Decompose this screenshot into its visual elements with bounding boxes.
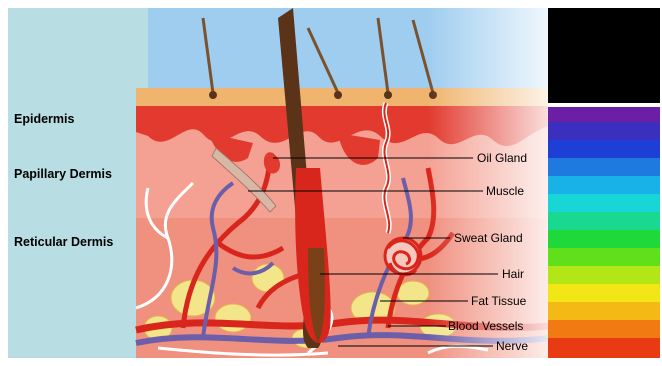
- spectrum-band: [548, 176, 660, 194]
- spectrum-band: [548, 230, 660, 248]
- oil-gland-label: Oil Gland: [477, 151, 527, 165]
- skin-cross-section-illustration: [8, 8, 550, 358]
- reticular-dermis-label: Reticular Dermis: [14, 235, 113, 249]
- muscle-label: Muscle: [486, 184, 524, 198]
- spectrum-band: [548, 140, 660, 158]
- spectrum-band: [548, 122, 660, 140]
- spectrum-band: [548, 194, 660, 212]
- spectrum-band: [548, 338, 660, 358]
- spectrum-band: [548, 266, 660, 284]
- spectrum-band: [548, 302, 660, 320]
- sweat-gland-coil: [385, 238, 421, 275]
- sweat-gland-label: Sweat Gland: [454, 231, 523, 245]
- papillary-dermis-label: Papillary Dermis: [14, 167, 112, 181]
- blood-vessels-label: Blood Vessels: [448, 319, 523, 333]
- spectrum-band: [548, 8, 660, 103]
- spectrum-band: [548, 248, 660, 266]
- spectrum-band: [548, 284, 660, 302]
- color-spectrum-bar: [548, 8, 660, 358]
- nerve-label: Nerve: [496, 339, 528, 353]
- spectrum-band: [548, 212, 660, 230]
- spectrum-band: [548, 158, 660, 176]
- skin-diagram-panel: Epidermis Papillary Dermis Reticular Der…: [8, 8, 550, 358]
- epidermis-label: Epidermis: [14, 112, 74, 126]
- spectrum-band: [548, 107, 660, 122]
- fat-tissue-label: Fat Tissue: [471, 294, 526, 308]
- spectrum-band: [548, 320, 660, 338]
- hair-label: Hair: [502, 267, 524, 281]
